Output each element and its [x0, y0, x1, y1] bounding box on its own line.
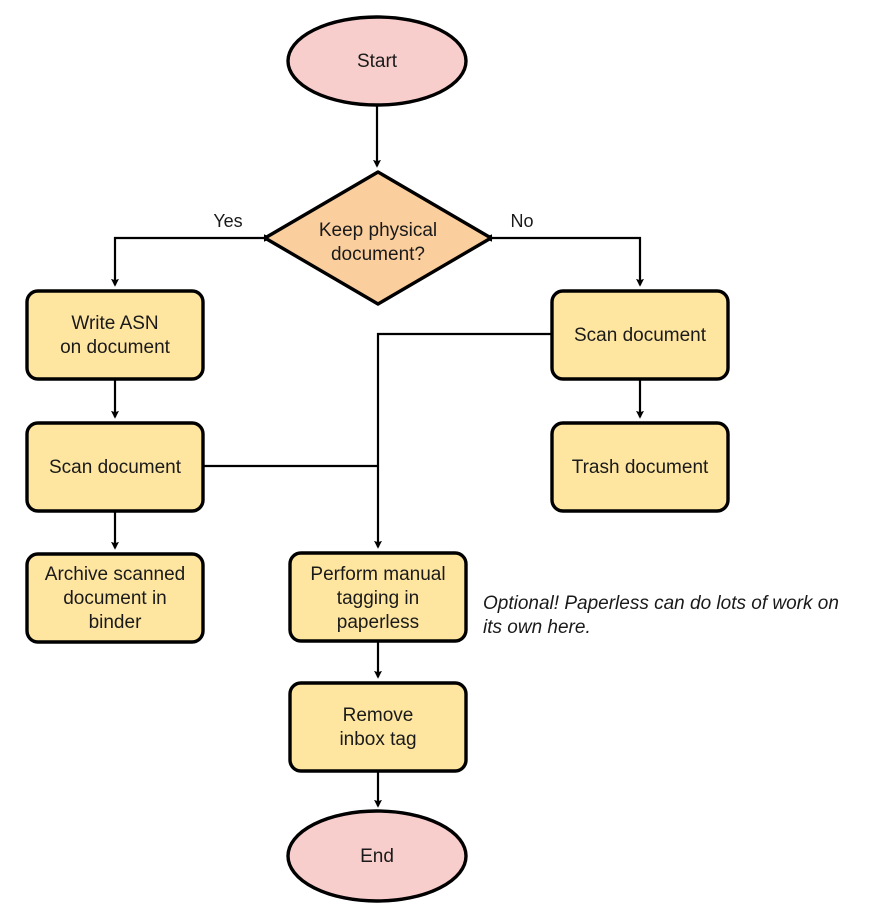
tagging-label-line-3: paperless — [337, 612, 419, 633]
node-write-asn[interactable]: Write ASN on document — [25, 289, 205, 381]
node-end[interactable]: End — [286, 809, 468, 903]
node-remove-inbox-tag[interactable]: Remove inbox tag — [288, 681, 468, 773]
node-scan-document-left[interactable]: Scan document — [25, 421, 205, 513]
archive-label-line-1: Archive scanned — [45, 564, 185, 585]
remove-inbox-label-line-2: inbox tag — [339, 729, 416, 750]
end-label: End — [360, 846, 394, 867]
edge-decision-to-write-asn — [111, 236, 265, 287]
node-perform-manual-tagging[interactable]: Perform manual tagging in paperless — [288, 551, 468, 643]
node-archive-scanned-document[interactable]: Archive scanned document in binder — [25, 552, 205, 644]
write-asn-box[interactable] — [25, 289, 205, 381]
node-scan-document-right[interactable]: Scan document — [550, 289, 730, 381]
annotation-line-2: its own here. — [483, 617, 591, 638]
decision-label-line-1: Keep physical — [319, 220, 437, 241]
annotation-optional-note: Optional! Paperless can do lots of work … — [483, 593, 839, 638]
archive-label-line-3: binder — [89, 612, 142, 633]
scan-document-right-box[interactable] — [550, 289, 730, 381]
perform-manual-tagging-box[interactable] — [288, 551, 468, 643]
end-ellipse[interactable] — [286, 809, 468, 903]
edge-decision-to-scan-right — [491, 236, 644, 287]
archive-label-line-2: document in — [63, 588, 167, 609]
start-label: Start — [357, 51, 398, 72]
edge-label-no: No — [510, 211, 533, 231]
decision-diamond[interactable] — [263, 170, 493, 306]
scan-document-left-box[interactable] — [25, 421, 205, 513]
decision-label-line-2: document? — [331, 244, 425, 265]
remove-inbox-label-line-1: Remove — [343, 705, 414, 726]
node-start[interactable]: Start — [286, 15, 468, 107]
start-ellipse[interactable] — [286, 15, 468, 107]
archive-scanned-document-box[interactable] — [25, 552, 205, 644]
write-asn-label-line-2: on document — [60, 337, 171, 358]
connector-layer — [111, 105, 644, 808]
tagging-label-line-2: tagging in — [337, 588, 419, 609]
trash-document-box[interactable] — [550, 421, 730, 513]
node-keep-physical-document[interactable]: Keep physical document? — [263, 170, 493, 306]
remove-inbox-tag-box[interactable] — [288, 681, 468, 773]
edge-label-yes: Yes — [213, 211, 242, 231]
edge-scan-right-to-tagging — [374, 332, 552, 549]
write-asn-label-line-1: Write ASN — [71, 313, 158, 334]
trash-document-label: Trash document — [572, 457, 709, 478]
annotation-line-1: Optional! Paperless can do lots of work … — [483, 593, 839, 614]
scan-document-left-label: Scan document — [49, 457, 182, 478]
scan-document-right-label: Scan document — [574, 325, 707, 346]
node-trash-document[interactable]: Trash document — [550, 421, 730, 513]
tagging-label-line-1: Perform manual — [310, 564, 445, 585]
